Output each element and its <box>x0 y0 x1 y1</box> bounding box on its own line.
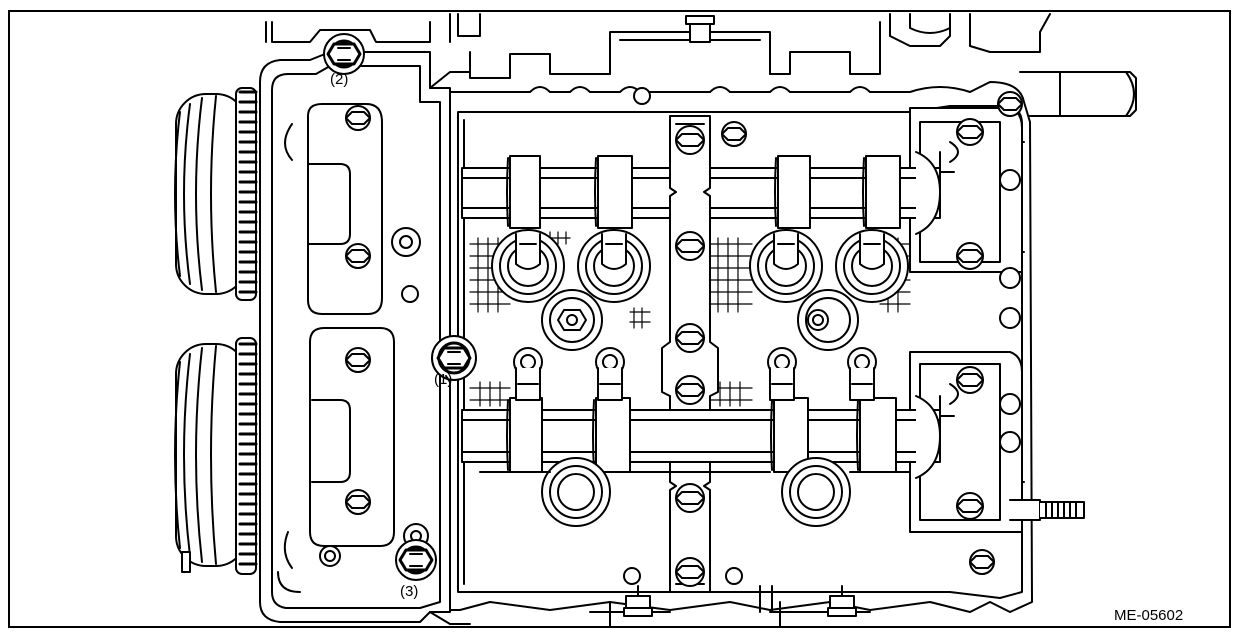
bottom-bolts <box>589 585 871 626</box>
callout-label-3: (3) <box>400 583 418 600</box>
callout-bolt-2 <box>323 33 365 75</box>
stud-bolt <box>1009 499 1085 521</box>
callout-label-1: (1) <box>434 371 452 388</box>
callout-label-2: (2) <box>330 71 348 88</box>
coolant-pipe <box>1019 71 1137 117</box>
lower-pulley <box>174 337 258 575</box>
upper-lifters <box>491 229 909 303</box>
spark-plug-wells <box>541 289 859 351</box>
lower-bores <box>479 457 911 527</box>
lower-rockers <box>513 347 877 401</box>
lower-camshaft <box>461 395 941 479</box>
diagram-frame: (1) (2) (3) ME-05602 <box>8 10 1231 628</box>
callout-bolt-3 <box>395 539 437 581</box>
top-brackets <box>449 13 1051 79</box>
timing-cover <box>259 21 471 625</box>
valve-chambers <box>469 231 911 407</box>
cylinder-head-drawing: (1) (2) (3) ME-05602 <box>174 13 1183 626</box>
right-end-cap <box>909 91 1023 575</box>
figure-code: ME-05602 <box>1114 607 1183 624</box>
center-bolts <box>623 87 747 587</box>
cover-bolts <box>319 105 429 567</box>
center-cap <box>661 115 719 593</box>
callout-bolt-1 <box>431 335 477 383</box>
upper-pulley <box>174 87 258 301</box>
